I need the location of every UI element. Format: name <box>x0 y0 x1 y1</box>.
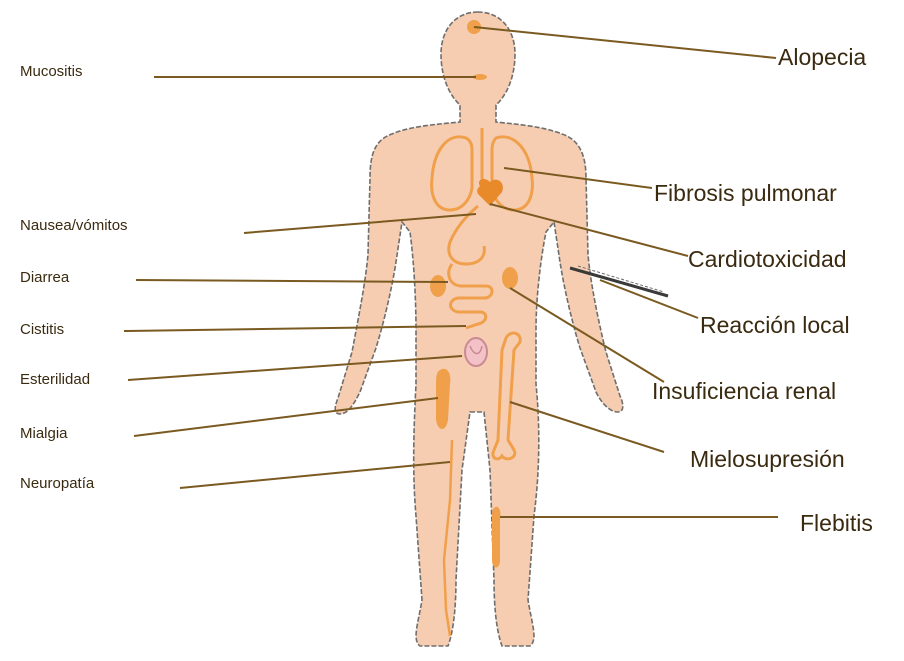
label-nausea: Nausea/vómitos <box>20 218 128 233</box>
label-neuropatia: Neuropatía <box>20 476 94 491</box>
body-silhouette <box>335 12 623 646</box>
label-esterilidad: Esterilidad <box>20 372 90 387</box>
label-alopecia: Alopecia <box>778 46 866 69</box>
right-kidney <box>502 267 518 289</box>
leader-reaccion <box>600 280 698 318</box>
label-flebitis: Flebitis <box>800 512 873 535</box>
label-fibrosis: Fibrosis pulmonar <box>654 182 837 205</box>
leader-mialgia <box>134 398 438 436</box>
leg-vein <box>492 507 501 568</box>
label-diarrea: Diarrea <box>20 270 69 285</box>
label-reaccion: Reacción local <box>700 314 850 337</box>
label-mucositis: Mucositis <box>20 64 83 79</box>
uterus <box>465 338 487 366</box>
leader-esterilidad <box>128 356 462 380</box>
label-cardiotoxicidad: Cardiotoxicidad <box>688 248 847 271</box>
leader-diarrea <box>136 280 448 282</box>
label-mielosupresion: Mielosupresión <box>690 448 845 471</box>
leader-cistitis <box>124 326 466 331</box>
label-cistitis: Cistitis <box>20 322 64 337</box>
leader-alopecia <box>474 27 776 58</box>
label-insuficiencia: Insuficiencia renal <box>652 380 836 403</box>
label-mialgia: Mialgia <box>20 426 68 441</box>
left-kidney <box>430 275 446 297</box>
leader-neuropatia <box>180 462 450 488</box>
